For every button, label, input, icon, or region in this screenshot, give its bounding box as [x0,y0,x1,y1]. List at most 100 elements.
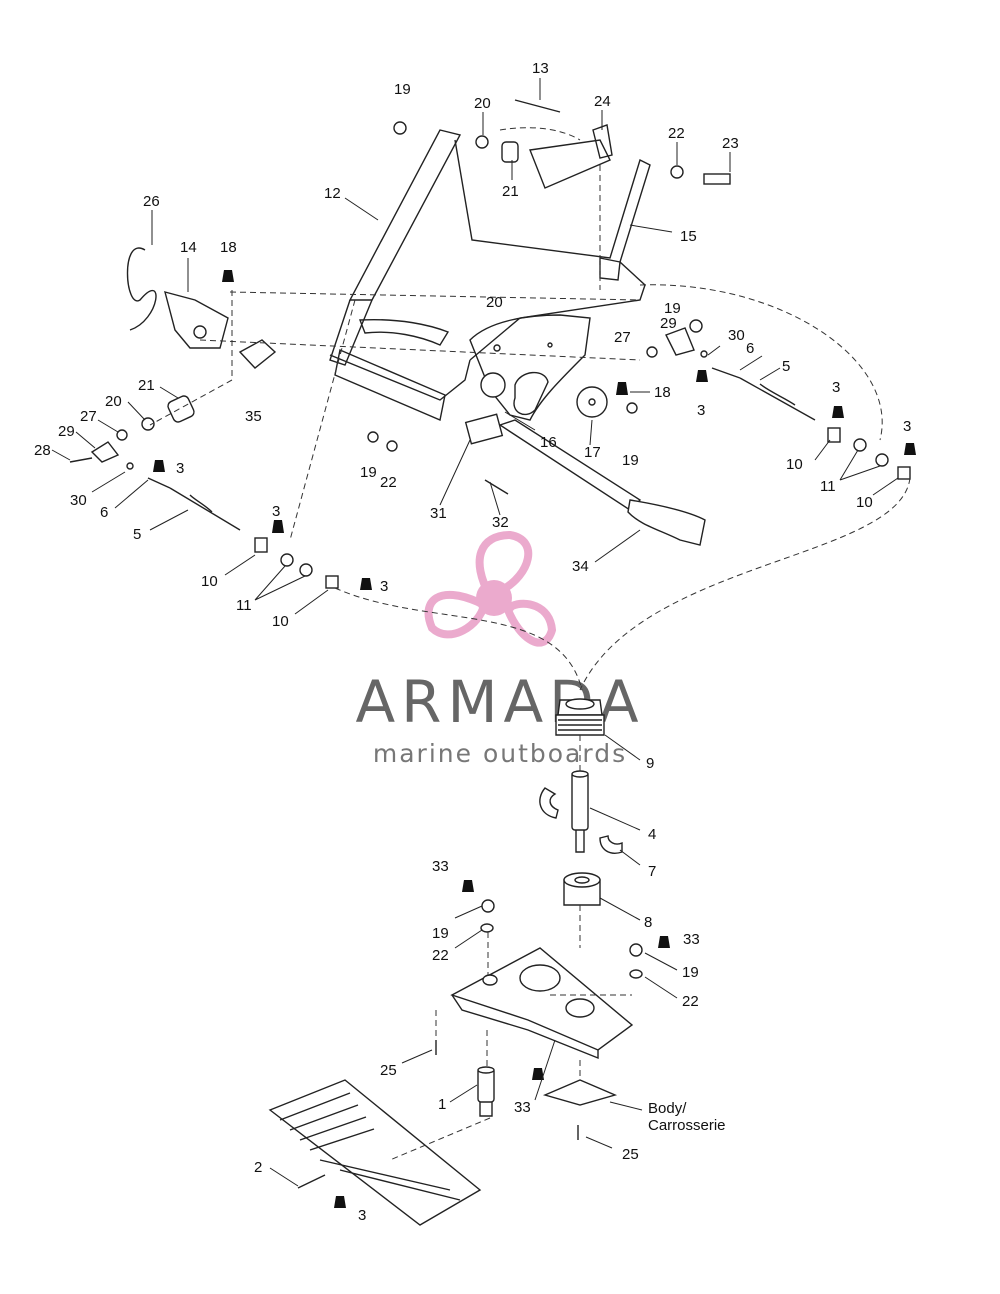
label-24: 24 [594,93,611,110]
part-21-bushing-left [167,395,195,423]
part-3-nut-d [696,370,708,382]
label-10: 10 [272,613,289,630]
part-30-washer-left [126,462,134,470]
part-base-wedge [450,947,634,1060]
part-29-clip-right [665,327,695,356]
part-8-bushing [563,872,601,906]
part-19-nut-top [393,121,407,135]
part-19-nut-mid [367,431,379,443]
label-5: 5 [782,358,790,375]
part-7-clip [599,835,623,854]
part-14-side-bracket [164,291,277,369]
part-20-washer-top [475,135,489,149]
part-1-pin [477,1066,495,1117]
part-22-washer [670,165,684,179]
label-33: 33 [514,1099,531,1116]
body-label-fr: Carrosserie [648,1117,726,1134]
part-3-nut-g [334,1196,346,1208]
part-19-nut-lower-left [481,899,495,913]
label-25: 25 [380,1062,397,1079]
part-27-washer-right [646,346,658,358]
label-3: 3 [176,460,184,477]
label-17: 17 [584,444,601,461]
part-3-nut-c [360,578,372,590]
part-23-bolt [703,173,731,185]
part-10-nut-left-b [325,575,339,589]
part-29-clip-left [90,441,120,463]
part-10-nut-right-a [827,427,841,443]
label-27: 27 [614,329,631,346]
part-19-nut-right [689,319,703,333]
part-26-spring [126,247,157,331]
label-30: 30 [728,327,745,344]
label-20: 20 [474,95,491,112]
part-34-lever [498,419,706,546]
label-14: 14 [180,239,197,256]
label-10: 10 [856,494,873,511]
label-18: 18 [654,384,671,401]
part-6-rod-left [147,477,171,489]
part-18-nut-left [222,270,234,282]
part-body-plate [542,1079,618,1106]
label-35: 35 [245,408,262,425]
part-11-washer-right-b [875,453,889,467]
label-25: 25 [622,1146,639,1163]
part-5-cable-right [739,377,816,421]
label-22: 22 [432,947,449,964]
label-3: 3 [380,578,388,595]
label-28: 28 [34,442,51,459]
part-3-nut-b [272,520,284,533]
label-20: 20 [105,393,122,410]
label-5: 5 [133,526,141,543]
assembly-line-b [199,339,641,361]
label-26: 26 [143,193,160,210]
label-30: 30 [70,492,87,509]
part-18-nut-right [616,382,628,395]
label-18: 18 [220,239,237,256]
label-19: 19 [432,925,449,942]
part-33-nut-a [462,880,474,892]
label-3: 3 [358,1207,366,1224]
part-10-nut-right-b [897,466,911,480]
label-19: 19 [622,452,639,469]
part-19-nut-center [626,402,638,414]
label-10: 10 [201,573,218,590]
part-32-screw [484,479,509,495]
label-19: 19 [682,964,699,981]
part-15-bracket-frame [329,139,651,421]
part-28-screw [69,457,93,463]
label-3: 3 [272,503,280,520]
label-6: 6 [100,504,108,521]
assembly-line-d [639,284,883,441]
label-4: 4 [648,826,656,843]
part-21-bushing-top [501,141,519,163]
assembly-line-i [499,127,581,141]
callout-labels: 13 19 20 24 22 23 26 12 21 15 14 18 20 1… [34,60,911,1224]
label-9: 9 [646,755,654,772]
label-33: 33 [432,858,449,875]
body-label-en: Body/ [648,1100,687,1117]
part-11-washer-right-a [853,438,867,452]
label-12: 12 [324,185,341,202]
part-4-clip [539,787,559,819]
label-33: 33 [683,931,700,948]
label-8: 8 [644,914,652,931]
part-16-pivot-plate [469,314,591,421]
assembly-line-f [334,587,583,691]
assembly-line-q [389,1117,491,1161]
part-3-nut-e [832,406,844,418]
label-13: 13 [532,60,549,77]
part-22-washer-lower-left [480,923,494,933]
label-19: 19 [394,81,411,98]
label-21: 21 [502,183,519,200]
label-10: 10 [786,456,803,473]
label-3: 3 [832,379,840,396]
part-11-washer-left-b [299,563,313,577]
label-23: 23 [722,135,739,152]
part-22-washer-lower-right [629,969,643,979]
label-3: 3 [903,418,911,435]
label-3: 3 [697,402,705,419]
label-32: 32 [492,514,509,531]
